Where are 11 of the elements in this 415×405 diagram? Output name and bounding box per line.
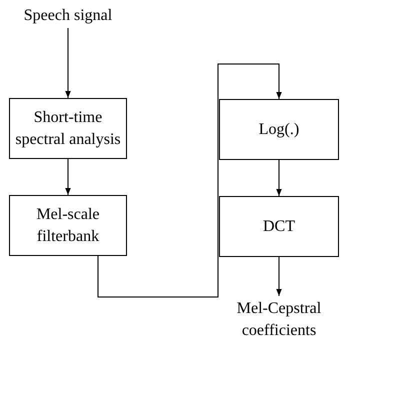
process-box: DCT [219, 196, 339, 257]
process-box: Log(.) [219, 99, 339, 160]
io-label: Mel-Cepstral coefficients [214, 296, 344, 344]
arrow [98, 64, 282, 298]
io-label: Speech signal [8, 4, 128, 28]
arrow [276, 256, 282, 296]
arrow [276, 160, 282, 196]
arrow [65, 158, 71, 196]
process-box: Short-time spectral analysis [9, 98, 127, 159]
process-box: Mel-scale filterbank [9, 195, 127, 256]
arrow [65, 28, 71, 98]
